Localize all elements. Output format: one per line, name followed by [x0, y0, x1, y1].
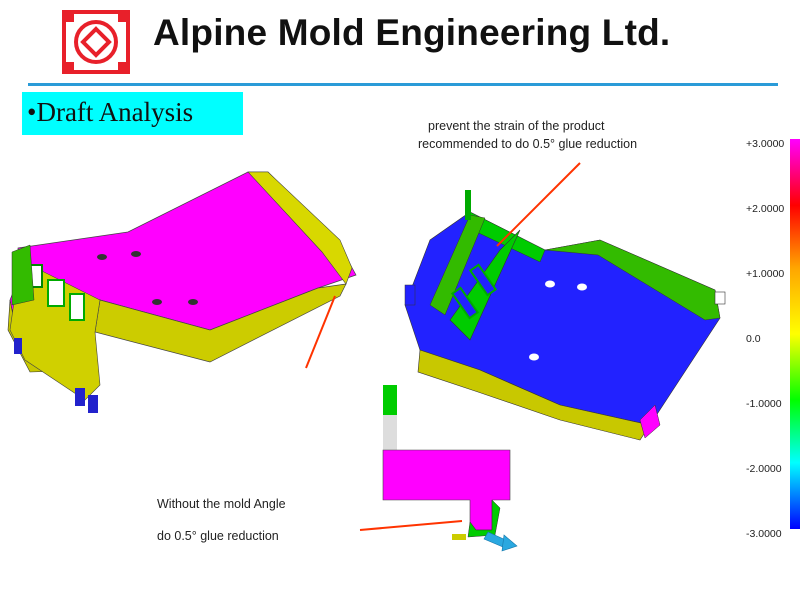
- scale-label: +2.0000: [746, 203, 785, 215]
- part-right-view: [404, 190, 726, 441]
- part-left-view: [7, 171, 357, 413]
- scale-label: 0.0: [746, 333, 761, 345]
- scale-label: -3.0000: [746, 528, 782, 540]
- company-logo-icon: [62, 10, 130, 74]
- company-name: Alpine Mold Engineering Ltd.: [153, 12, 671, 53]
- annotation-arrows: [305, 162, 581, 552]
- scale-label: -2.0000: [746, 463, 782, 475]
- annotation-bottom-line2: do 0.5° glue reduction: [157, 529, 279, 543]
- annotation-top: prevent the strain of the product recomm…: [418, 117, 637, 153]
- annotation-top-line1: prevent the strain of the product: [428, 119, 605, 133]
- section-detail: [382, 385, 511, 540]
- annotation-top-line2: recommended to do 0.5° glue reduction: [418, 137, 638, 151]
- scale-label: +1.0000: [746, 268, 785, 280]
- scale-label: +3.0000: [746, 138, 785, 150]
- scale-label: -1.0000: [746, 398, 782, 410]
- section-title: •Draft Analysis: [22, 92, 243, 135]
- header-divider: [28, 83, 778, 86]
- draft-color-scale-bar: [790, 139, 800, 529]
- annotation-bottom-line1: Without the mold Angle: [157, 497, 286, 511]
